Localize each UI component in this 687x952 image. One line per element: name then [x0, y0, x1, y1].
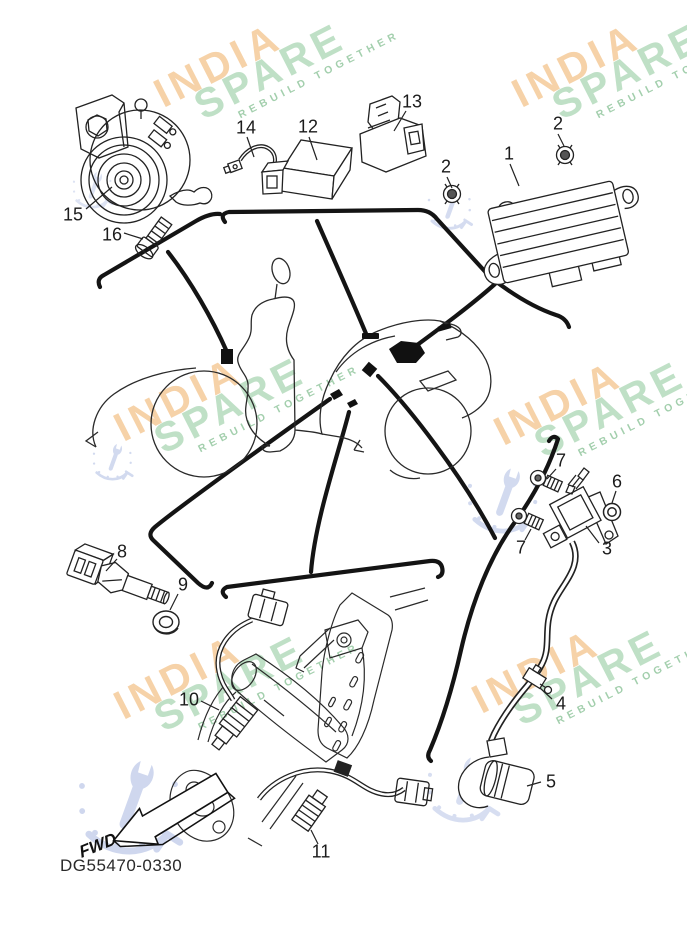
- temp-sensor-part: [66, 543, 170, 605]
- part-label-15-0: 15: [62, 204, 84, 225]
- horn-part: [75, 94, 213, 224]
- o2-sensor-front-part: [211, 588, 289, 751]
- diagram-code: DG55470-0330: [60, 856, 183, 875]
- part-label-4-16: 4: [555, 693, 567, 714]
- part-label-8-12: 8: [116, 541, 128, 562]
- engine-assembly: [169, 587, 429, 847]
- part-label-6-9: 6: [611, 471, 623, 492]
- part-label-2-5: 2: [440, 156, 452, 177]
- o2-sensor-rear-part: [257, 760, 434, 833]
- horn-bolt-part: [134, 216, 173, 260]
- part-label-7-10: 7: [515, 537, 527, 558]
- thick-leader-lines: [96, 207, 572, 764]
- part-label-16-1: 16: [101, 224, 123, 245]
- part-label-2-7: 2: [552, 113, 564, 134]
- washer-part: [602, 502, 622, 522]
- relay-part: [359, 95, 427, 173]
- fwd-arrow: FWD: [77, 772, 236, 862]
- part-label-13-4: 13: [401, 91, 423, 112]
- part-label-14-2: 14: [235, 117, 257, 138]
- cdi-unit-part: [260, 139, 354, 200]
- part-label-12-3: 12: [297, 116, 319, 137]
- scooter-outline: [84, 257, 492, 480]
- screw-part: [510, 469, 564, 531]
- part-label-10-14: 10: [178, 689, 200, 710]
- part-label-5-17: 5: [545, 771, 557, 792]
- spark-plug-cap-part: [457, 737, 535, 809]
- ignition-coil-part: [488, 467, 619, 743]
- label-leader-lines: [85, 110, 617, 845]
- part-label-11-15: 11: [311, 841, 331, 862]
- gasket-washer-part: [152, 610, 180, 635]
- part-label-7-8: 7: [555, 450, 567, 471]
- part-label-9-13: 9: [177, 574, 189, 595]
- component-location-markers: [221, 323, 452, 408]
- part-label-1-6: 1: [503, 143, 515, 164]
- rectifier-part: [483, 180, 639, 288]
- part-label-3-11: 3: [601, 538, 613, 559]
- nut-part: [442, 144, 575, 205]
- wire-clamp-part: [521, 663, 553, 695]
